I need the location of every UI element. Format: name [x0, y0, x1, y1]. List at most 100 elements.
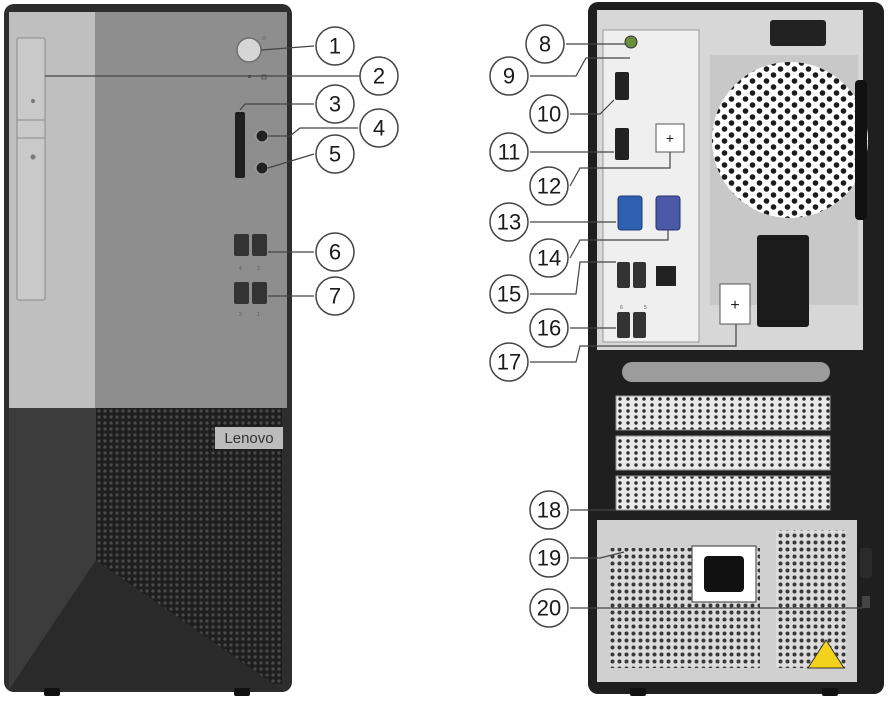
- leader-line: [530, 57, 630, 77]
- rear-usb-port: [617, 262, 630, 288]
- callout-circle: [529, 588, 569, 628]
- callout-15: 15: [489, 274, 529, 314]
- callout-16: 16: [529, 308, 569, 348]
- callout-label: 4: [373, 116, 385, 141]
- rear-view: + 6 5 +: [588, 2, 884, 696]
- callout-circle: [359, 56, 399, 96]
- expansion-slot-cover: [615, 435, 831, 471]
- front-foot-left: [44, 688, 60, 696]
- callout-circle: [529, 94, 569, 134]
- leader-line: [239, 103, 314, 111]
- leader-line: [530, 324, 737, 363]
- card-reader-slot: [235, 112, 245, 178]
- front-usb-port-2: [234, 282, 249, 304]
- callout-3: 3: [315, 84, 355, 124]
- callout-11: 11: [489, 132, 529, 172]
- callout-circle: [525, 24, 565, 64]
- vga-port: [617, 195, 643, 231]
- rear-usb-number: 6: [620, 305, 623, 311]
- callout-17: 17: [489, 342, 529, 382]
- microphone-jack: [255, 129, 269, 143]
- callout-20: 20: [529, 588, 569, 628]
- callout-6: 6: [315, 232, 355, 272]
- serial-port: [655, 195, 681, 231]
- rear-usb-port: [617, 312, 630, 338]
- leader-lines: [45, 43, 862, 609]
- callout-label: 2: [373, 64, 385, 89]
- callout-label: 7: [329, 284, 341, 309]
- security-lock-slot: [862, 596, 870, 608]
- front-usb-port-1: [252, 282, 267, 304]
- line-out-jack: [624, 35, 638, 49]
- plus-icon: +: [730, 297, 739, 314]
- rear-usb-number: 5: [644, 305, 647, 311]
- callout-label: 1: [329, 34, 341, 59]
- displayport-port: [615, 128, 629, 160]
- front-usb-port-4: [234, 234, 249, 256]
- leader-line: [260, 45, 315, 51]
- front-usb-number: 2: [239, 312, 242, 318]
- fan-grille: [712, 62, 868, 218]
- callout-circle: [489, 56, 529, 96]
- rear-usb-port: [633, 312, 646, 338]
- callout-13: 13: [489, 202, 529, 242]
- callout-label: 19: [537, 546, 561, 571]
- ethernet-port: [656, 266, 676, 286]
- callout-circle: [315, 84, 355, 124]
- callout-circle: [489, 202, 529, 242]
- callout-label: 5: [329, 142, 341, 167]
- front-usb-number: 3: [257, 266, 260, 272]
- front-lower-left-panel: [9, 408, 96, 690]
- headphone-jack: [255, 161, 269, 175]
- optional-port-cover-2: [719, 283, 751, 325]
- callout-label: 17: [497, 350, 521, 375]
- brand-badge: [215, 427, 283, 449]
- optional-port-cover-1: [655, 123, 685, 153]
- callout-circle: [529, 308, 569, 348]
- callout-label: 8: [539, 32, 551, 57]
- rear-usb-port: [633, 262, 646, 288]
- drive-eject-led: [31, 99, 35, 103]
- callout-label: 20: [537, 596, 561, 621]
- hdmi-port: [615, 72, 629, 100]
- callout-10: 10: [529, 94, 569, 134]
- rear-foot-left: [630, 688, 646, 696]
- leader-line: [267, 153, 315, 169]
- callout-label: 11: [498, 140, 521, 165]
- callout-8: 8: [525, 24, 565, 64]
- padlock-bracket: [757, 235, 809, 327]
- rear-foot-right: [822, 688, 838, 696]
- leader-line: [569, 230, 669, 259]
- callout-label: 16: [537, 316, 561, 341]
- leader-line: [570, 551, 625, 559]
- front-upper-panel-right: [95, 12, 287, 408]
- callout-circle: [529, 490, 569, 530]
- callout-4: 4: [359, 108, 399, 148]
- expansion-slot-band: [622, 362, 830, 382]
- callout-circle: [315, 134, 355, 174]
- callout-circle: [359, 108, 399, 148]
- callout-label: 6: [329, 240, 341, 265]
- front-foot-right: [234, 688, 250, 696]
- callout-circle: [489, 132, 529, 172]
- power-button: [236, 37, 262, 63]
- callout-circle: [489, 342, 529, 382]
- callout-label: 13: [497, 210, 521, 235]
- drive-eject-button: [30, 154, 36, 160]
- callout-12: 12: [529, 166, 569, 206]
- callout-label: 9: [503, 64, 515, 89]
- expansion-slot-cover: [615, 475, 831, 511]
- callout-label: 10: [537, 102, 561, 127]
- expansion-slot-cover: [615, 395, 831, 431]
- callout-label: 15: [497, 282, 521, 307]
- brand-logo: Lenovo: [224, 430, 273, 447]
- callout-9: 9: [489, 56, 529, 96]
- rear-handle-latch: [770, 20, 826, 46]
- expansion-slots: [615, 395, 831, 511]
- callout-1: 1: [315, 26, 355, 66]
- front-lower-facet: [9, 560, 282, 690]
- drive-led-icon: [261, 74, 267, 80]
- side-handle: [855, 80, 867, 220]
- front-usb-port-3: [252, 234, 267, 256]
